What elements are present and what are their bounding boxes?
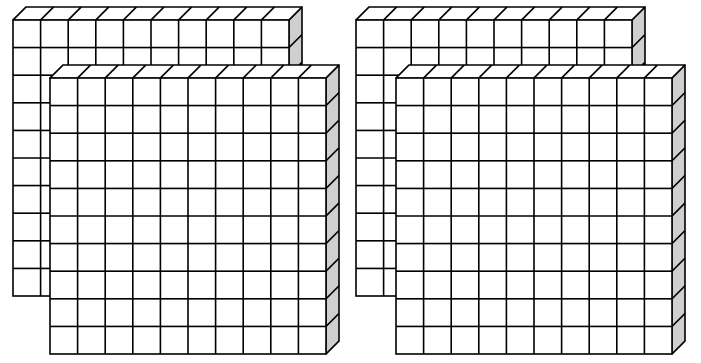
left-group	[13, 7, 339, 354]
right-group	[356, 7, 685, 354]
right-group-flat-front	[396, 65, 685, 354]
left-group-flat-front	[50, 65, 339, 354]
